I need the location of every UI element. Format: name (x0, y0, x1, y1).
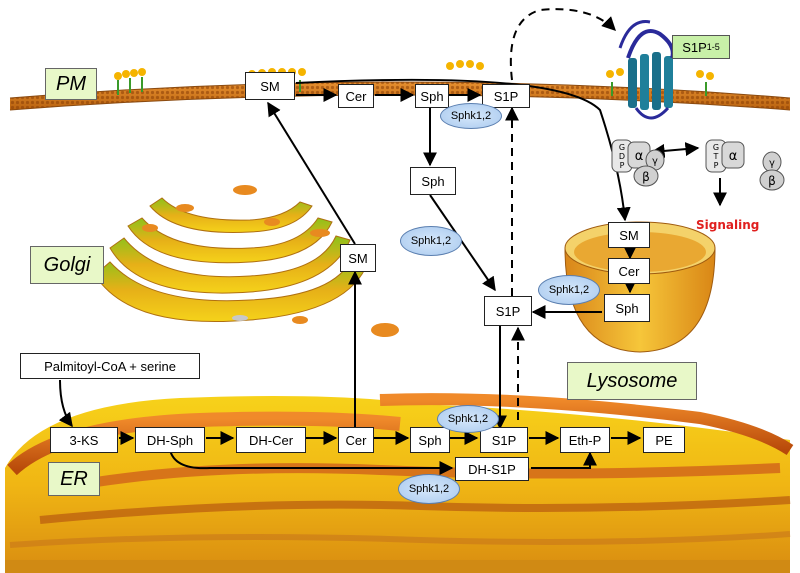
receptor-label-main: S1P (682, 39, 707, 55)
region-label-golgi: Golgi (30, 246, 104, 284)
node-pm-cer: Cer (338, 84, 374, 108)
signaling-label: Signaling (696, 218, 760, 232)
gdp-gamma: γ (652, 156, 658, 167)
region-label-lysosome: Lysosome (567, 362, 697, 400)
node-er-ethp: Eth-P (560, 427, 610, 453)
gtp-letter-t: T (713, 152, 719, 161)
s1p-receptor-shape (618, 20, 675, 120)
node-pm-s1p: S1P (482, 84, 530, 108)
node-er-s1p: S1P (480, 427, 528, 453)
golgi-apparatus (94, 185, 399, 337)
node-er-pe: PE (643, 427, 685, 453)
node-er-dhs1p: DH-S1P (455, 457, 529, 481)
gdp-letter-p: P (620, 161, 625, 170)
node-er-dhsph: DH-Sph (135, 427, 205, 453)
node-er-3ks: 3-KS (50, 427, 118, 453)
node-cyto-s1p: S1P (484, 296, 532, 326)
g-protein-gtp (705, 139, 745, 173)
lipid-raft-top (446, 60, 484, 70)
gtp-letter-p: P (714, 161, 719, 170)
free-beta: β (768, 174, 776, 188)
gdp-letter-d: D (619, 152, 625, 161)
lipid-raft-right (606, 68, 714, 96)
endoplasmic-reticulum (5, 393, 794, 573)
enzyme-sphk-er: Sphk1,2 (437, 405, 499, 433)
g-protein-gdp (611, 139, 665, 187)
gtp-alpha: α (729, 149, 738, 164)
node-pm-sm: SM (245, 72, 295, 100)
node-lys-sph: Sph (604, 294, 650, 322)
region-label-er: ER (48, 462, 100, 496)
lipid-raft-left (114, 68, 146, 95)
gdp-letter-g: G (619, 143, 625, 152)
node-er-dhcer: DH-Cer (236, 427, 306, 453)
gtp-letter-g: G (713, 143, 719, 152)
node-golgi-sm: SM (340, 244, 376, 272)
arrows (58, 8, 727, 475)
free-gamma: γ (769, 158, 775, 169)
enzyme-sphk-mid: Sphk1,2 (400, 226, 462, 256)
enzyme-sphk-lys: Sphk1,2 (538, 275, 600, 305)
enzyme-sphk-er2: Sphk1,2 (398, 474, 460, 504)
region-label-pm: PM (45, 68, 97, 100)
gdp-beta: β (642, 170, 650, 184)
node-mid-sph: Sph (410, 167, 456, 195)
node-er-sph: Sph (410, 427, 450, 453)
node-precursor: Palmitoyl-CoA + serine (20, 353, 200, 379)
node-lys-cer: Cer (608, 258, 650, 284)
node-er-cer: Cer (338, 427, 374, 453)
g-beta-gamma-free (759, 151, 785, 191)
enzyme-sphk-pm: Sphk1,2 (440, 103, 502, 129)
node-pm-sph: Sph (415, 84, 449, 108)
node-lys-sm: SM (608, 222, 650, 248)
receptor-label-sub: 1-5 (706, 42, 720, 52)
gdp-alpha: α (635, 149, 644, 164)
plasma-membrane (9, 60, 791, 111)
